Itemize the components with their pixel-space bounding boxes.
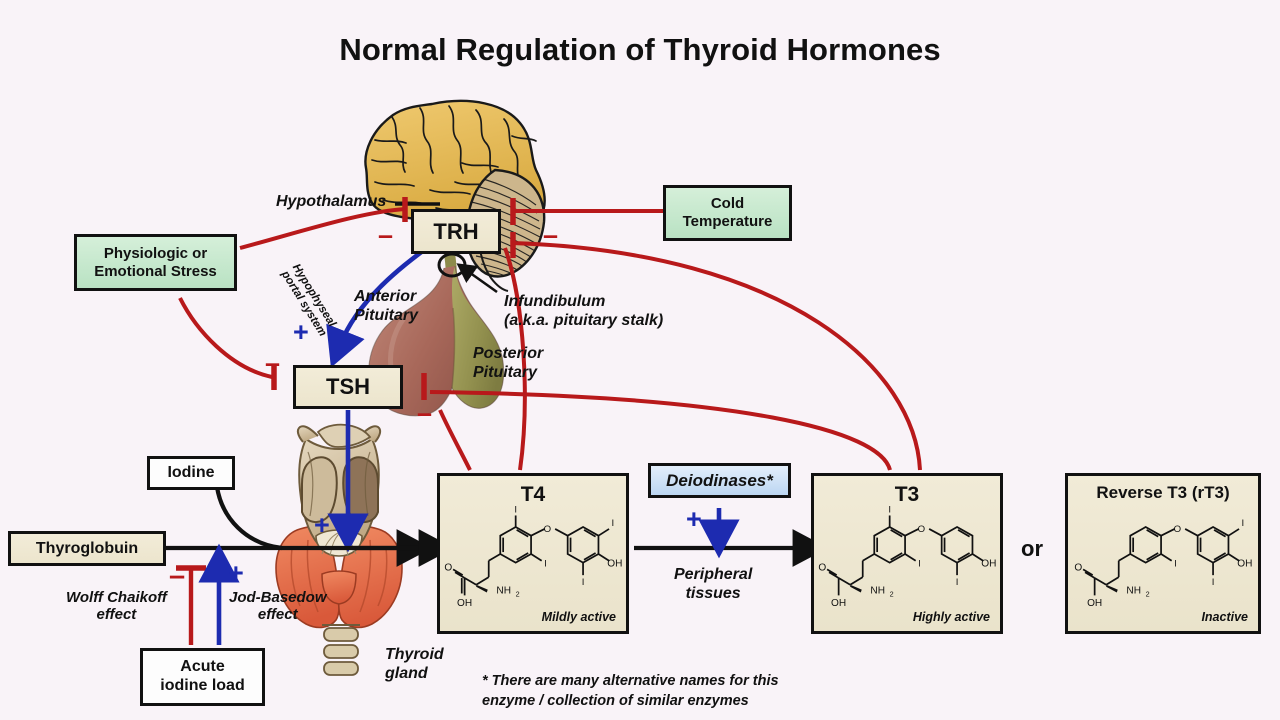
svg-text:I: I <box>888 505 891 516</box>
svg-text:I: I <box>1212 577 1215 588</box>
sign-plus-jod-basedow: + <box>228 558 244 588</box>
signal-arrows <box>166 197 922 645</box>
svg-text:NH: NH <box>1126 585 1141 596</box>
node-cold-temperature-label: Cold Temperature <box>682 195 773 230</box>
svg-text:O: O <box>918 524 926 535</box>
svg-text:O: O <box>1074 562 1082 573</box>
svg-text:NH: NH <box>496 585 511 596</box>
connector-or: or <box>1021 536 1043 561</box>
svg-text:O: O <box>444 562 452 573</box>
svg-text:2: 2 <box>516 589 520 598</box>
svg-text:I: I <box>612 518 615 529</box>
svg-text:I: I <box>918 558 921 569</box>
molecule-t3-structure: O I I I OH O OH NH 2 <box>818 505 996 609</box>
node-tsh[interactable]: TSH <box>293 365 403 409</box>
node-trh-label: TRH <box>433 218 479 244</box>
sign-minus-tsh-left: – <box>265 348 281 378</box>
molecule-t4-activity: Mildly active <box>541 610 616 624</box>
svg-text:OH: OH <box>1237 558 1252 569</box>
sign-plus-thyroid: + <box>314 510 330 540</box>
sign-minus-trh-right: – <box>543 220 559 250</box>
node-iodine[interactable]: Iodine <box>147 456 235 490</box>
molecule-t3-activity: Highly active <box>912 610 990 624</box>
node-thyroglobulin[interactable]: Thyroglobuin <box>8 531 166 566</box>
svg-text:O: O <box>1174 524 1182 535</box>
svg-text:OH: OH <box>981 558 996 569</box>
svg-text:I: I <box>1242 518 1245 529</box>
svg-text:O: O <box>818 562 826 573</box>
molecule-rt3[interactable]: Reverse T3 (rT3) <box>1065 473 1261 634</box>
molecule-t3[interactable]: T3 <box>811 473 1003 634</box>
node-stress[interactable]: Physiologic or Emotional Stress <box>74 234 237 291</box>
node-acute-iodine-load[interactable]: Acute iodine load <box>140 648 265 706</box>
node-cold-temperature[interactable]: Cold Temperature <box>663 185 792 241</box>
svg-text:O: O <box>544 524 552 535</box>
molecule-t4-structure: O I I I I OH O OH NH 2 <box>444 505 622 609</box>
node-tsh-label: TSH <box>326 374 370 399</box>
molecule-t4-title: T4 <box>520 483 546 506</box>
molecule-rt3-structure: O I I I OH O OH NH 2 <box>1074 518 1252 609</box>
node-iodine-label: Iodine <box>167 463 215 481</box>
node-trh[interactable]: TRH <box>411 209 501 254</box>
footnote: * There are many alternative names for t… <box>482 673 779 709</box>
sign-minus-wolff-chaikoff: – <box>169 560 186 592</box>
sign-minus-tsh-right: – <box>417 398 433 428</box>
svg-text:OH: OH <box>1087 598 1102 609</box>
molecule-rt3-activity: Inactive <box>1201 610 1248 624</box>
label-infundibulum: Infundibulum (a.k.a. pituitary stalk) <box>504 293 664 329</box>
node-deiodinases[interactable]: Deiodinases* <box>648 463 791 498</box>
node-stress-label: Physiologic or Emotional Stress <box>94 244 217 280</box>
label-anterior-pituitary: Anterior Pituitary <box>354 288 419 324</box>
sign-plus-deiodinases: + <box>686 504 702 534</box>
node-acute-iodine-load-label: Acute iodine load <box>160 658 245 694</box>
label-peripheral-tissues: Peripheral tissues <box>674 566 753 602</box>
molecule-t3-title: T3 <box>894 483 920 506</box>
svg-text:2: 2 <box>1146 589 1150 598</box>
page-title: Normal Regulation of Thyroid Hormones <box>339 32 941 67</box>
node-thyroglobulin-label: Thyroglobuin <box>35 539 139 557</box>
svg-text:I: I <box>1174 558 1177 569</box>
sign-plus-portal-system: + <box>293 317 309 347</box>
label-hypothalamus: Hypothalamus <box>276 193 387 210</box>
svg-text:OH: OH <box>607 558 622 569</box>
label-jod-basedow-effect: Jod-Basedow effect <box>229 589 327 624</box>
molecule-rt3-title: Reverse T3 (rT3) <box>1096 483 1230 502</box>
label-posterior-pituitary: Posterior Pituitary <box>473 345 544 381</box>
sign-minus-trh-left: – <box>378 220 394 250</box>
label-wolff-chaikoff-effect: Wolff Chaikoff effect <box>66 589 167 624</box>
svg-text:I: I <box>544 558 547 569</box>
label-thyroid-gland: Thyroid gland <box>385 646 444 682</box>
svg-text:I: I <box>514 505 517 516</box>
svg-text:NH: NH <box>870 585 885 596</box>
svg-text:OH: OH <box>457 598 472 609</box>
node-deiodinases-label: Deiodinases* <box>666 470 773 490</box>
svg-text:2: 2 <box>890 589 894 598</box>
svg-text:I: I <box>956 577 959 588</box>
svg-text:I: I <box>582 577 585 588</box>
svg-text:OH: OH <box>831 598 846 609</box>
molecule-t4[interactable]: T4 <box>437 473 629 634</box>
